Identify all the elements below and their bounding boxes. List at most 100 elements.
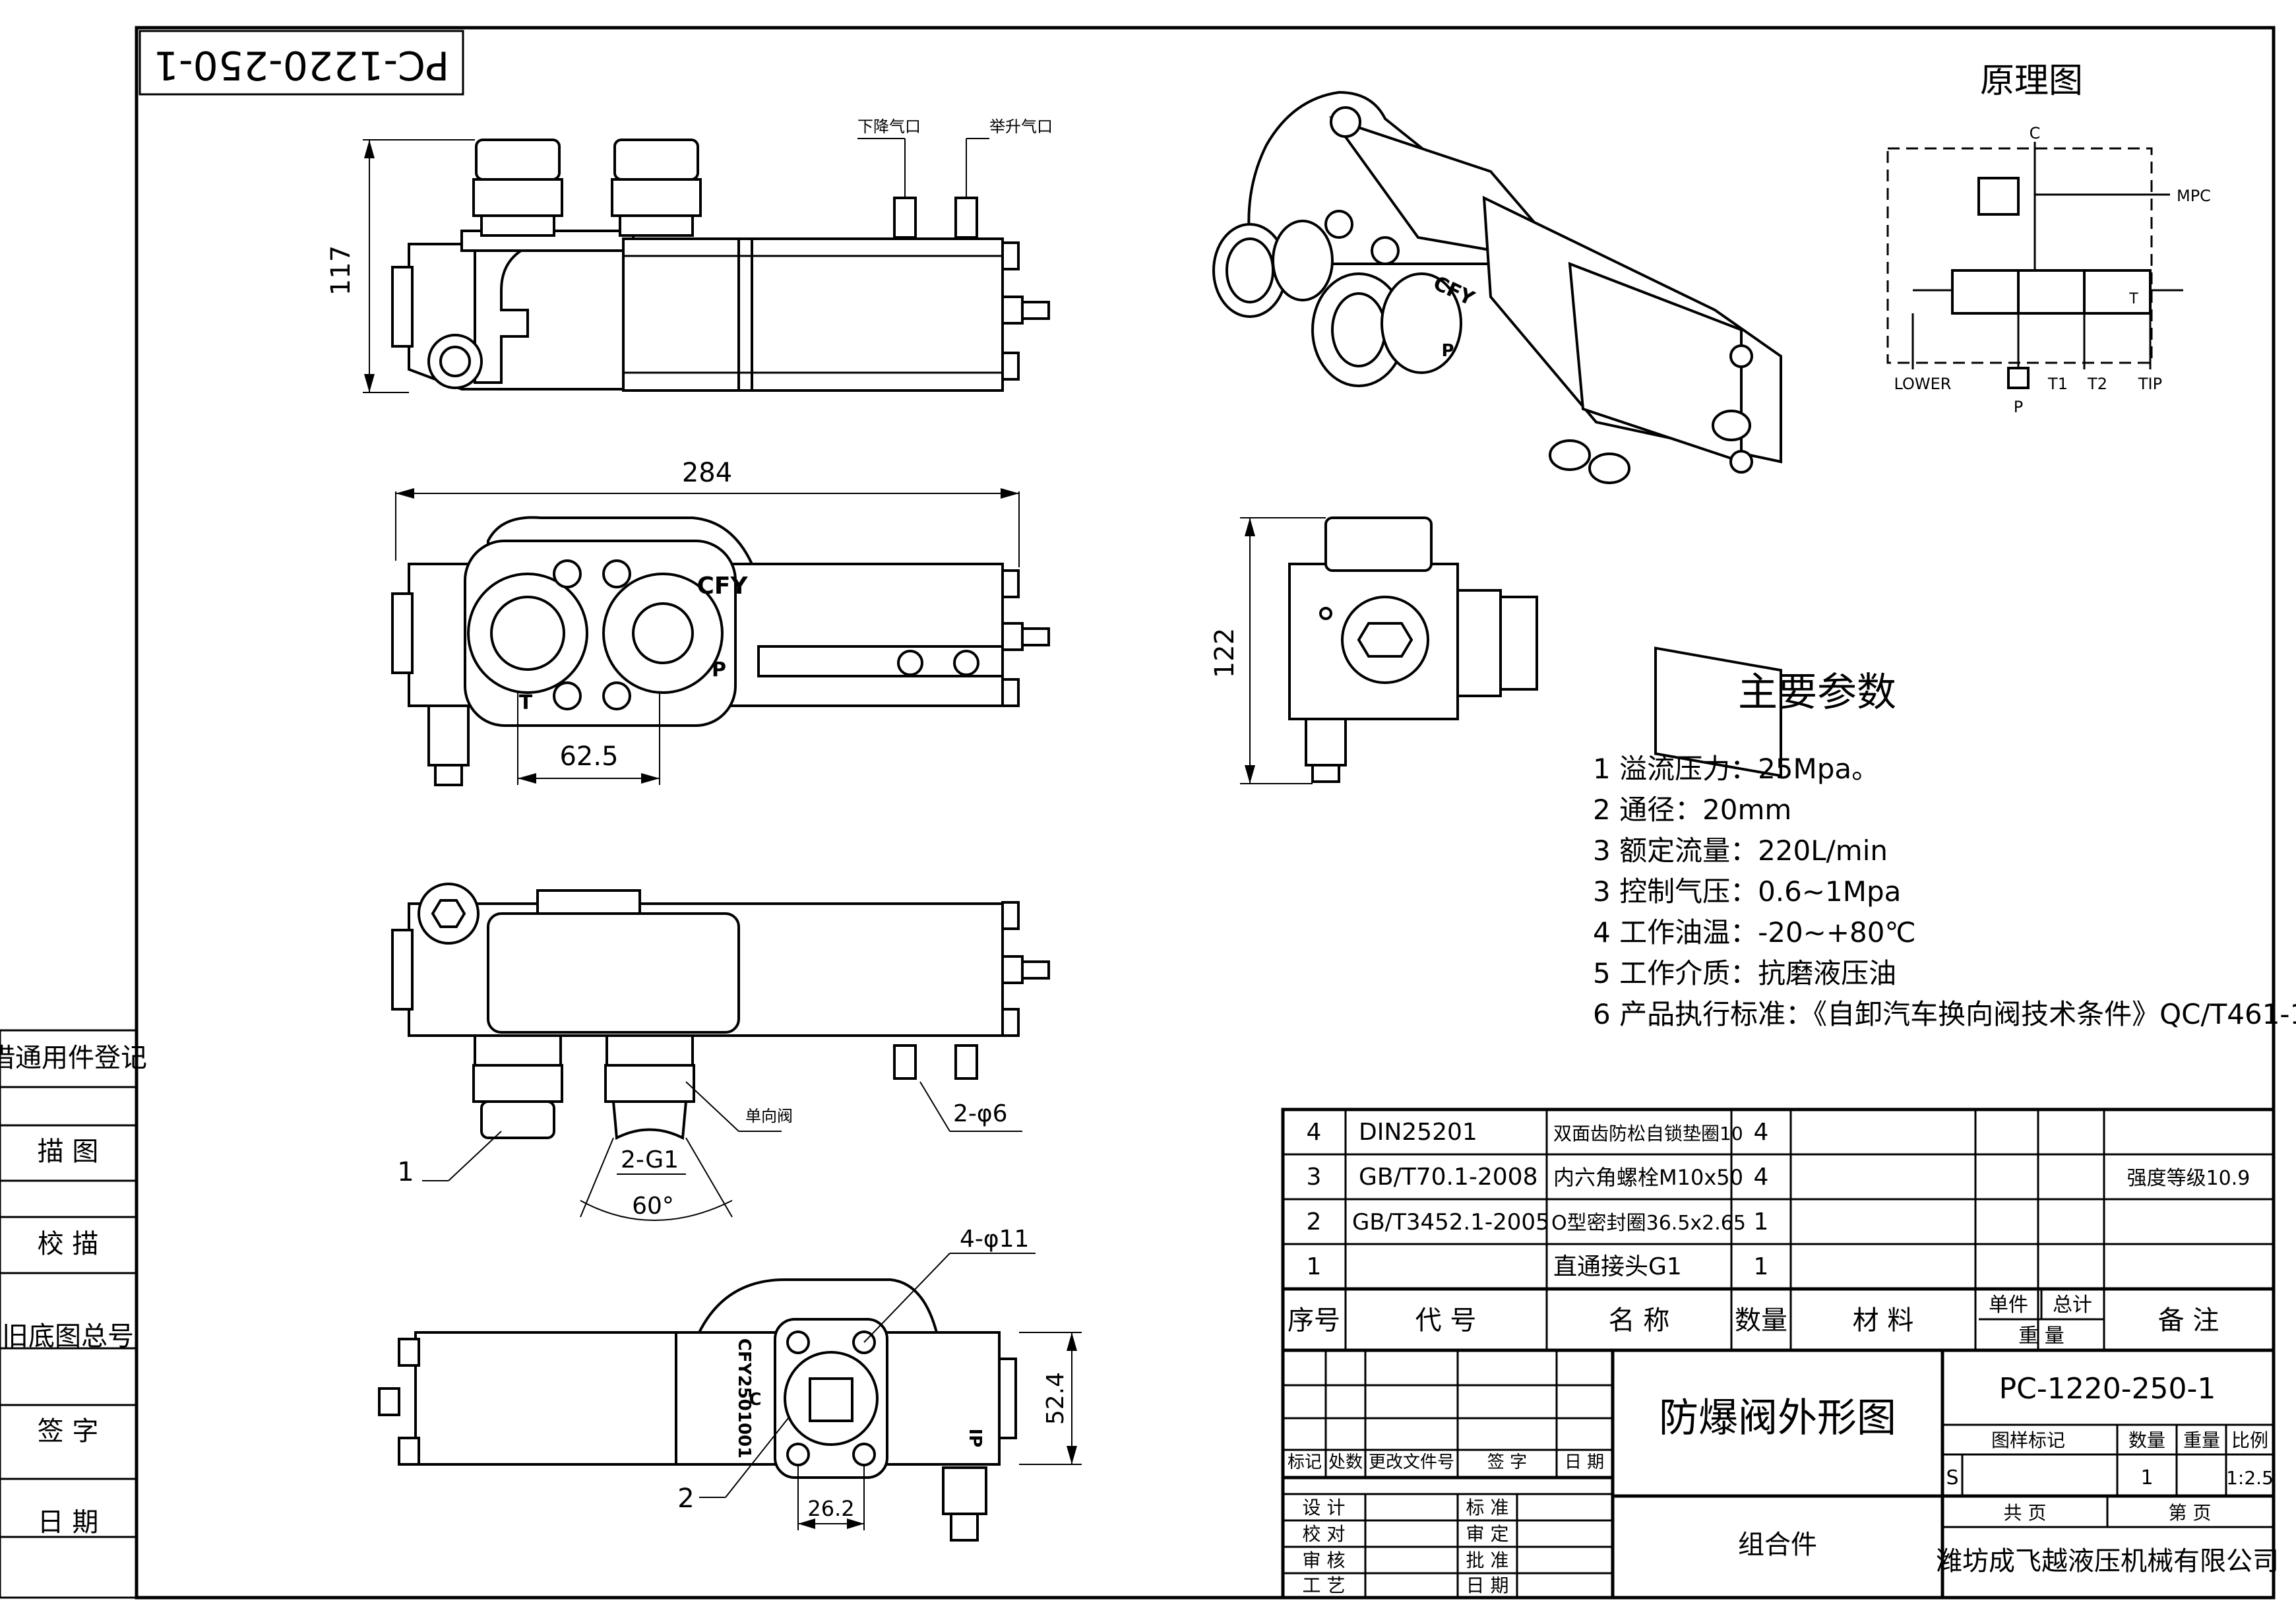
param-6: 6 产品执行标准：《自卸汽车换向阀技术条件》QC/T461-1999	[1593, 998, 2296, 1030]
company-name: 潍坊成飞越液压机械有限公司	[1936, 1546, 2279, 1577]
bom-header-weight: 重 量	[2018, 1325, 2064, 1348]
bom-row-1-no: 3	[1307, 1164, 1322, 1191]
bom-header-material: 材 料	[1853, 1305, 1914, 1336]
rear-dim-width: 26.2	[807, 1496, 854, 1521]
parameters-title: 主要参数	[1738, 670, 1896, 716]
bom-row-1-name: 内六角螺栓M10x50	[1553, 1165, 1743, 1190]
bom-header-single: 单件	[1989, 1294, 2028, 1317]
bom-table: 4 DIN25201 双面齿防松自锁垫圈10 4 3 GB/T70.1-2008…	[1281, 1108, 2276, 1352]
param-4: 4 工作油温：-20~+80℃	[1593, 916, 1916, 949]
bottom-dim-ports: 2-G1	[621, 1146, 679, 1173]
label-lower-air-port: 下降气口	[857, 117, 921, 136]
rear-view: CFY2501001 C IP 4-φ11 2 52.4 26.2	[378, 1226, 1082, 1542]
front-dim-port-spacing: 62.5	[559, 741, 618, 772]
bom-header-no: 序号	[1288, 1305, 1340, 1336]
rear-port-p: IP	[965, 1429, 985, 1448]
bom-header-name: 名 称	[1609, 1305, 1670, 1336]
bom-row-1-qty: 4	[1754, 1164, 1769, 1191]
top-dim-height: 117	[326, 245, 356, 296]
side-label-5: 日 期	[38, 1507, 99, 1538]
schematic-label-tip: TIP	[2138, 375, 2162, 393]
callout-2: 2	[677, 1483, 694, 1514]
param-3: 3 控制气压：0.6~1Mpa	[1593, 875, 1901, 908]
side-label-1: 描 图	[38, 1137, 99, 1167]
role-approve: 批 准	[1466, 1549, 1509, 1571]
schematic-label-mpc: MPC	[2177, 187, 2211, 205]
code-stamp: PC-1220-250-1	[139, 30, 464, 96]
param-0: 1 溢流压力：25Mpa。	[1593, 753, 1879, 785]
front-view: CFY T P 284 62.5	[391, 458, 1050, 786]
role-approve-def: 审 定	[1466, 1523, 1509, 1545]
bom-row-0-code: DIN25201	[1359, 1119, 1477, 1146]
mark-value: S	[1946, 1466, 1958, 1489]
bottom-view: 单向阀 1 2-G1 60° 2-φ6	[391, 883, 1050, 1221]
side-view: 122	[1210, 516, 1538, 784]
side-panel: 借通用件登记 描 图 校 描 旧底图总号 签 字 日 期	[0, 1029, 147, 1599]
bom-row-3-no: 1	[1307, 1253, 1322, 1280]
schematic-label-t1: T1	[2047, 375, 2068, 393]
role-design: 设 计	[1303, 1497, 1346, 1518]
bom-row-3-name: 直通接头G1	[1553, 1253, 1682, 1280]
rear-dim-holes: 4-φ11	[960, 1226, 1029, 1253]
front-port-p: P	[712, 658, 726, 681]
bom-header-note: 备 注	[2158, 1305, 2219, 1336]
bom-row-2-name: O型密封圈36.5x2.65	[1551, 1212, 1746, 1235]
isometric-view: CFY P	[1212, 90, 1782, 778]
title-block: 标记 处数 更改文件号 签 字 日 期 设 计 校 对 审 核 工 艺 标 准 …	[1281, 1348, 2279, 1600]
bom-row-0-qty: 4	[1754, 1119, 1769, 1146]
rev-header-count: 处数	[1328, 1452, 1363, 1472]
total-sheets: 共 页	[2004, 1502, 2047, 1524]
col-qty: 数量	[2128, 1429, 2165, 1451]
code-stamp-text: PC-1220-250-1	[154, 42, 449, 88]
scale-value: 1:2.5	[2226, 1467, 2274, 1489]
iso-port-p: P	[1441, 341, 1454, 361]
bottom-dim-angle: 60°	[632, 1193, 674, 1220]
drawing-name: 防爆阀外形图	[1659, 1395, 1896, 1441]
bom-row-0-name: 双面齿防松自锁垫圈10	[1553, 1123, 1743, 1144]
param-2: 3 额定流量：220L/min	[1593, 834, 1888, 867]
bom-row-2-code: GB/T3452.1-2005	[1352, 1209, 1550, 1235]
bom-row-0-no: 4	[1307, 1119, 1322, 1146]
param-5: 5 工作介质：抗磨液压油	[1593, 957, 1896, 989]
rev-header-mark: 标记	[1288, 1452, 1322, 1472]
rev-header-sign: 签 字	[1487, 1452, 1527, 1472]
schematic-label-t-inner: T	[2128, 291, 2138, 307]
bottom-dim-air: 2-φ6	[953, 1100, 1008, 1127]
rev-header-date: 日 期	[1565, 1452, 1604, 1472]
callout-1: 1	[397, 1157, 414, 1187]
schematic-label-t2: T2	[2087, 375, 2107, 393]
schematic-title: 原理图	[1980, 61, 2083, 101]
label-check-valve: 单向阀	[745, 1107, 793, 1125]
sheet-border	[135, 26, 2276, 1600]
col-weight: 重量	[2183, 1429, 2220, 1451]
qty-value: 1	[2140, 1466, 2153, 1489]
schematic-label-c: C	[2030, 124, 2041, 142]
side-label-2: 校 描	[38, 1229, 99, 1259]
top-view: 117 下降气口 举升气口	[326, 117, 1053, 393]
col-mark: 图样标记	[1991, 1429, 2065, 1451]
bom-header-code: 代 号	[1415, 1305, 1477, 1336]
bom-row-2-qty: 1	[1754, 1208, 1769, 1235]
bom-header-total: 总计	[2053, 1294, 2092, 1317]
role-review: 审 核	[1303, 1549, 1346, 1571]
side-label-3: 旧底图总号	[2, 1321, 134, 1352]
front-port-t: T	[519, 691, 533, 714]
sheet-number: 第 页	[2169, 1502, 2212, 1524]
bom-row-1-code: GB/T70.1-2008	[1359, 1164, 1537, 1191]
schematic-label-lower: LOWER	[1894, 375, 1952, 393]
drawing-number: PC-1220-250-1	[1999, 1372, 2216, 1406]
hydraulic-schematic: 原理图 C MPC T LOWER P T1 T2 TIP	[1886, 61, 2211, 416]
rear-stamp-code: CFY2501001	[734, 1338, 754, 1458]
bom-header-qty: 数量	[1735, 1305, 1787, 1336]
col-scale: 比例	[2231, 1429, 2268, 1451]
schematic-label-p: P	[2014, 398, 2023, 416]
rear-dim-height: 52.4	[1042, 1372, 1069, 1425]
parameters-block: 主要参数 1 溢流压力：25Mpa。 2 通径：20mm 3 额定流量：220L…	[1593, 670, 2296, 1030]
role-standard: 标 准	[1466, 1497, 1509, 1518]
side-label-4: 签 字	[38, 1416, 99, 1447]
rear-port-c: C	[749, 1390, 761, 1410]
role-process: 工 艺	[1303, 1575, 1346, 1596]
label-lift-air-port: 举升气口	[989, 117, 1053, 136]
side-dim-height: 122	[1210, 628, 1240, 678]
